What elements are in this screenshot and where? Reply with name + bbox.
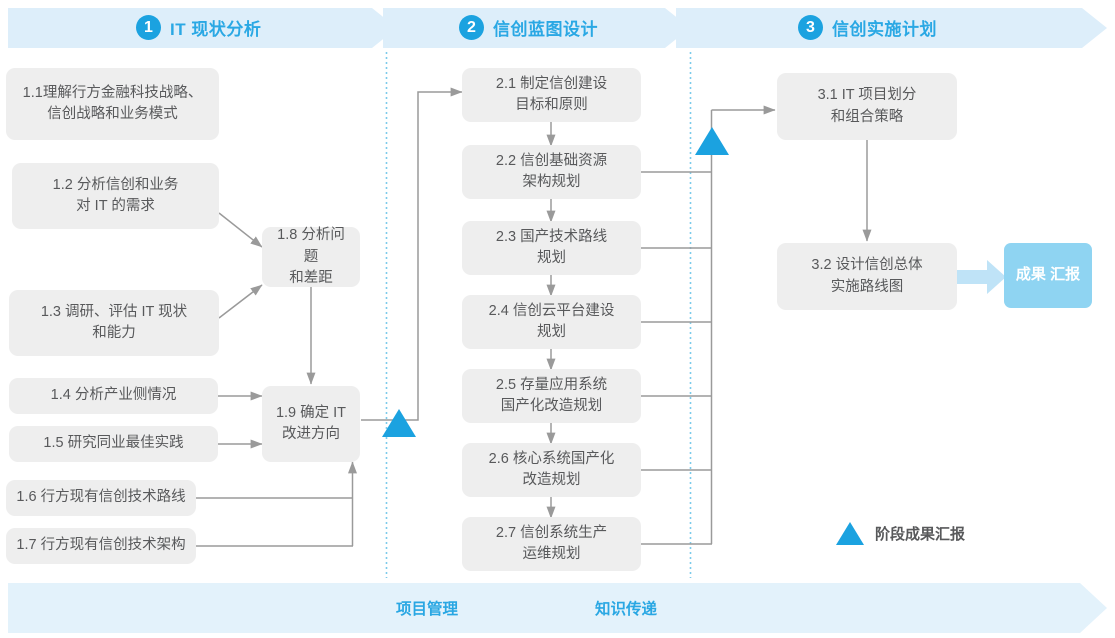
footer-label-knowledge-transfer: 知识传递 — [595, 601, 658, 618]
process-box-2-7-line1: 2.7 信创系统生产 — [495, 524, 608, 541]
process-box-2-5-line1: 2.5 存量应用系统 — [495, 376, 608, 393]
result-arrow-icon — [955, 260, 1006, 294]
process-box-2-1-line1: 2.1 制定信创建设 — [495, 75, 608, 92]
phase-label-3: 3 信创实施计划 — [798, 15, 937, 40]
process-box-2-1[interactable]: 2.1 制定信创建设 目标和原则 — [462, 68, 641, 122]
process-box-3-2-line1: 3.2 设计信创总体 — [811, 257, 923, 274]
process-box-1-8[interactable]: 1.8 分析问题 和差距 — [262, 227, 360, 287]
process-box-2-6-line1: 2.6 核心系统国产化 — [488, 450, 615, 467]
phase-title-1: IT 现状分析 — [170, 20, 262, 39]
milestone-triangle-phase1 — [382, 409, 416, 437]
process-box-1-2[interactable]: 1.2 分析信创和业务 对 IT 的需求 — [12, 163, 219, 229]
process-box-2-7[interactable]: 2.7 信创系统生产 运维规划 — [462, 517, 641, 571]
process-box-1-4[interactable]: 1.4 分析产业侧情况 — [9, 378, 218, 414]
process-box-1-8-line1: 1.8 分析问题 — [277, 227, 345, 265]
process-box-1-3[interactable]: 1.3 调研、评估 IT 现状 和能力 — [9, 290, 219, 356]
process-box-1-6-line1: 1.6 行方现有信创技术路线 — [16, 489, 186, 506]
phase-number-3: 3 — [798, 15, 823, 40]
legend-triangle-icon — [836, 522, 864, 545]
process-box-1-9[interactable]: 1.9 确定 IT 改进方向 — [262, 386, 360, 462]
process-box-3-2-line2: 实施路线图 — [830, 278, 904, 295]
process-box-1-1-line1: 1.1理解行方金融科技战略、 — [22, 84, 203, 101]
process-box-1-6[interactable]: 1.6 行方现有信创技术路线 — [6, 480, 196, 516]
process-box-1-5[interactable]: 1.5 研究同业最佳实践 — [9, 426, 218, 462]
legend: 阶段成果汇报 — [836, 522, 965, 545]
process-box-3-1-line1: 3.1 IT 项目划分 — [817, 87, 917, 104]
process-box-3-1-line2: 和组合策略 — [830, 108, 904, 125]
phase-number-2: 2 — [459, 15, 484, 40]
process-box-2-3[interactable]: 2.3 国产技术路线 规划 — [462, 221, 641, 275]
process-box-2-3-line1: 2.3 国产技术路线 — [495, 228, 608, 245]
phase-number-1: 1 — [136, 15, 161, 40]
result-badge-line1: 成果 — [1015, 266, 1046, 284]
process-box-1-7-line1: 1.7 行方现有信创技术架构 — [16, 537, 186, 554]
legend-label: 阶段成果汇报 — [875, 526, 966, 543]
result-badge-line2: 汇报 — [1050, 266, 1081, 284]
process-box-2-4[interactable]: 2.4 信创云平台建设 规划 — [462, 295, 641, 349]
process-box-2-6[interactable]: 2.6 核心系统国产化 改造规划 — [462, 443, 641, 497]
milestone-triangle-phase2 — [695, 127, 729, 155]
process-box-2-5[interactable]: 2.5 存量应用系统 国产化改造规划 — [462, 369, 641, 423]
process-box-2-7-line2: 运维规划 — [522, 546, 581, 562]
process-box-2-6-line2: 改造规划 — [522, 472, 581, 488]
process-box-2-1-line2: 目标和原则 — [515, 97, 588, 113]
process-box-2-2[interactable]: 2.2 信创基础资源 架构规划 — [462, 145, 641, 199]
process-box-1-8-line2: 和差距 — [289, 269, 333, 286]
phase-title-2: 信创蓝图设计 — [493, 20, 598, 39]
process-box-1-2-line2: 对 IT 的需求 — [76, 198, 155, 214]
process-box-1-5-line1: 1.5 研究同业最佳实践 — [43, 435, 184, 452]
footer-label-project-management: 项目管理 — [396, 601, 459, 618]
process-box-1-1[interactable]: 1.1理解行方金融科技战略、 信创战略和业务模式 — [6, 68, 219, 140]
process-box-2-3-line2: 规划 — [537, 250, 566, 266]
process-box-2-4-line1: 2.4 信创云平台建设 — [488, 302, 615, 319]
process-box-1-4-line1: 1.4 分析产业侧情况 — [50, 387, 177, 404]
process-box-1-7[interactable]: 1.7 行方现有信创技术架构 — [6, 528, 196, 564]
phase-label-1: 1 IT 现状分析 — [136, 15, 261, 40]
result-badge[interactable]: 成果 汇报 — [1004, 243, 1092, 308]
process-box-1-2-line1: 1.2 分析信创和业务 — [52, 176, 179, 193]
process-box-2-4-line2: 规划 — [537, 324, 566, 340]
process-box-1-3-line2: 和能力 — [92, 325, 136, 341]
process-box-2-2-line1: 2.2 信创基础资源 — [495, 152, 608, 169]
process-box-3-1[interactable]: 3.1 IT 项目划分 和组合策略 — [777, 73, 957, 140]
process-box-1-9-line1: 1.9 确定 IT — [275, 404, 347, 421]
process-box-2-2-line2: 架构规划 — [522, 174, 581, 190]
process-box-1-9-line2: 改进方向 — [281, 426, 340, 442]
phase-label-2: 2 信创蓝图设计 — [459, 15, 598, 40]
process-box-1-1-line2: 信创战略和业务模式 — [47, 106, 178, 122]
process-box-1-3-line1: 1.3 调研、评估 IT 现状 — [40, 303, 188, 320]
process-box-2-5-line2: 国产化改造规划 — [500, 398, 603, 414]
phase-title-3: 信创实施计划 — [832, 20, 937, 39]
process-box-3-2[interactable]: 3.2 设计信创总体 实施路线图 — [777, 243, 957, 310]
